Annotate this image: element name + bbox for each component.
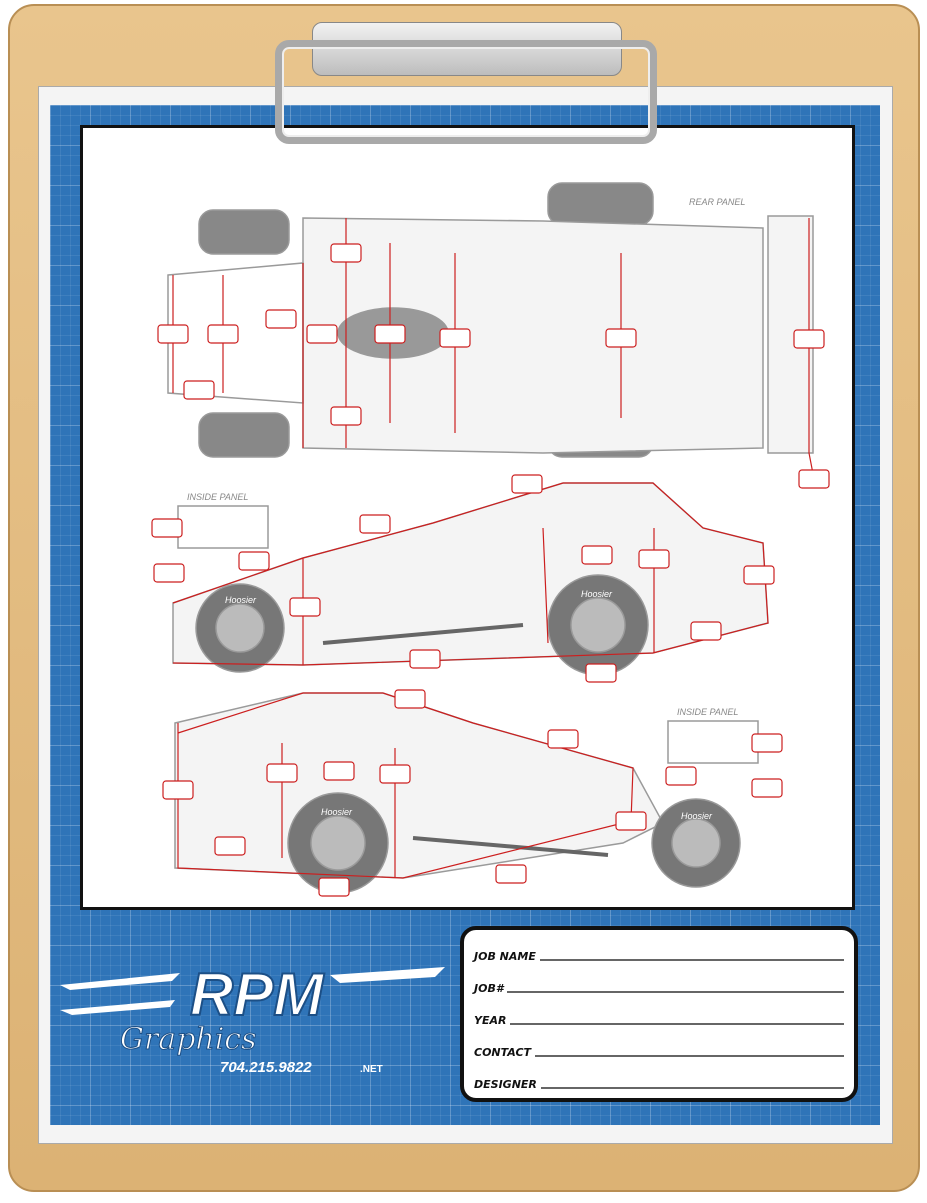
- side-nerf-bar: [322, 623, 524, 645]
- year-input-line[interactable]: [510, 1023, 844, 1025]
- measurement-box: [547, 729, 579, 749]
- measurement-box: [495, 864, 527, 884]
- job-number-field[interactable]: JOB#: [474, 982, 844, 995]
- front-tire-bottom: [198, 412, 290, 458]
- side-body-right: [174, 692, 665, 879]
- tire-brand-label: Hoosier: [225, 595, 257, 605]
- inside-panel-bottom: [667, 720, 759, 764]
- measurement-box: [793, 329, 825, 349]
- measurement-box: [323, 761, 355, 781]
- inside-panel-label-bottom: INSIDE PANEL: [677, 707, 738, 717]
- year-label: YEAR: [474, 1014, 507, 1027]
- clip-wire: [275, 40, 657, 144]
- job-info-form: JOB NAME JOB# YEAR CONTACT DESIGNER: [460, 926, 858, 1102]
- measurement-box: [183, 380, 215, 400]
- logo-brand: RPM: [190, 961, 325, 1028]
- year-field[interactable]: YEAR: [474, 1014, 844, 1027]
- job-name-field[interactable]: JOB NAME: [474, 950, 844, 963]
- measurement-box: [214, 836, 246, 856]
- side-nerf-bar: [412, 836, 609, 857]
- tire-brand-label: Hoosier: [681, 811, 713, 821]
- logo-phone: 704.215.9822: [220, 1059, 312, 1075]
- job-number-label: JOB#: [474, 982, 504, 995]
- measurement-box: [153, 563, 185, 583]
- measurement-box: [289, 597, 321, 617]
- wheel-hub: [570, 597, 626, 653]
- measurement-box: [615, 811, 647, 831]
- measurement-box: [605, 328, 637, 348]
- rear-tire-top: [547, 182, 654, 226]
- measurement-box: [374, 324, 406, 344]
- measurement-box: [330, 406, 362, 426]
- contact-input-line[interactable]: [535, 1055, 844, 1057]
- designer-field[interactable]: DESIGNER: [474, 1078, 844, 1091]
- front-tire-top: [198, 209, 290, 255]
- rpm-graphics-logo: RPM Graphics 704.215.9822 .NET: [60, 960, 445, 1075]
- measurement-box: [266, 763, 298, 783]
- wheel-hub: [671, 818, 721, 868]
- wheel-hub: [215, 603, 265, 653]
- car-diagram: REAR PANEL INSIDE PANEL INSIDE PANEL Hoo…: [151, 182, 830, 897]
- tire-brand-label: Hoosier: [321, 807, 353, 817]
- measurement-box: [379, 764, 411, 784]
- wheel-hub: [310, 815, 366, 871]
- measurement-box: [439, 328, 471, 348]
- measurement-box: [511, 474, 543, 494]
- measurement-box: [743, 565, 775, 585]
- contact-field[interactable]: CONTACT: [474, 1046, 844, 1059]
- measurement-box: [306, 324, 338, 344]
- measurement-box: [330, 243, 362, 263]
- measurement-box: [409, 649, 441, 669]
- rear-panel-label: REAR PANEL: [689, 197, 745, 207]
- designer-label: DESIGNER: [474, 1078, 537, 1091]
- inside-panel-label-mid: INSIDE PANEL: [187, 492, 248, 502]
- measurement-box: [751, 778, 783, 798]
- measurement-box: [798, 469, 830, 489]
- measurement-box: [157, 324, 189, 344]
- logo-speed-streaks: [60, 967, 445, 1015]
- measurement-box: [151, 518, 183, 538]
- job-name-input-line[interactable]: [539, 959, 844, 961]
- tire-brand-label: Hoosier: [581, 589, 613, 599]
- measurement-box: [207, 324, 239, 344]
- measurement-box: [638, 549, 670, 569]
- measurement-box: [265, 309, 297, 329]
- measurement-box: [359, 514, 391, 534]
- job-number-input-line[interactable]: [507, 991, 844, 993]
- measurement-box: [585, 663, 617, 683]
- measurement-box: [318, 877, 350, 897]
- measurement-box: [665, 766, 697, 786]
- measurement-box: [690, 621, 722, 641]
- logo-sub: Graphics: [120, 1022, 257, 1057]
- contact-label: CONTACT: [474, 1046, 532, 1059]
- measurement-box: [581, 545, 613, 565]
- measurement-box: [751, 733, 783, 753]
- inside-panel-mid: [177, 505, 269, 549]
- measurement-box: [394, 689, 426, 709]
- designer-input-line[interactable]: [540, 1087, 844, 1089]
- logo-tld: .NET: [360, 1064, 383, 1075]
- job-name-label: JOB NAME: [474, 950, 536, 963]
- vehicle-template-drawing: REAR PANEL INSIDE PANEL INSIDE PANEL Hoo…: [80, 125, 855, 910]
- measurement-box: [238, 551, 270, 571]
- measurement-box: [162, 780, 194, 800]
- clip-bar: [312, 22, 622, 76]
